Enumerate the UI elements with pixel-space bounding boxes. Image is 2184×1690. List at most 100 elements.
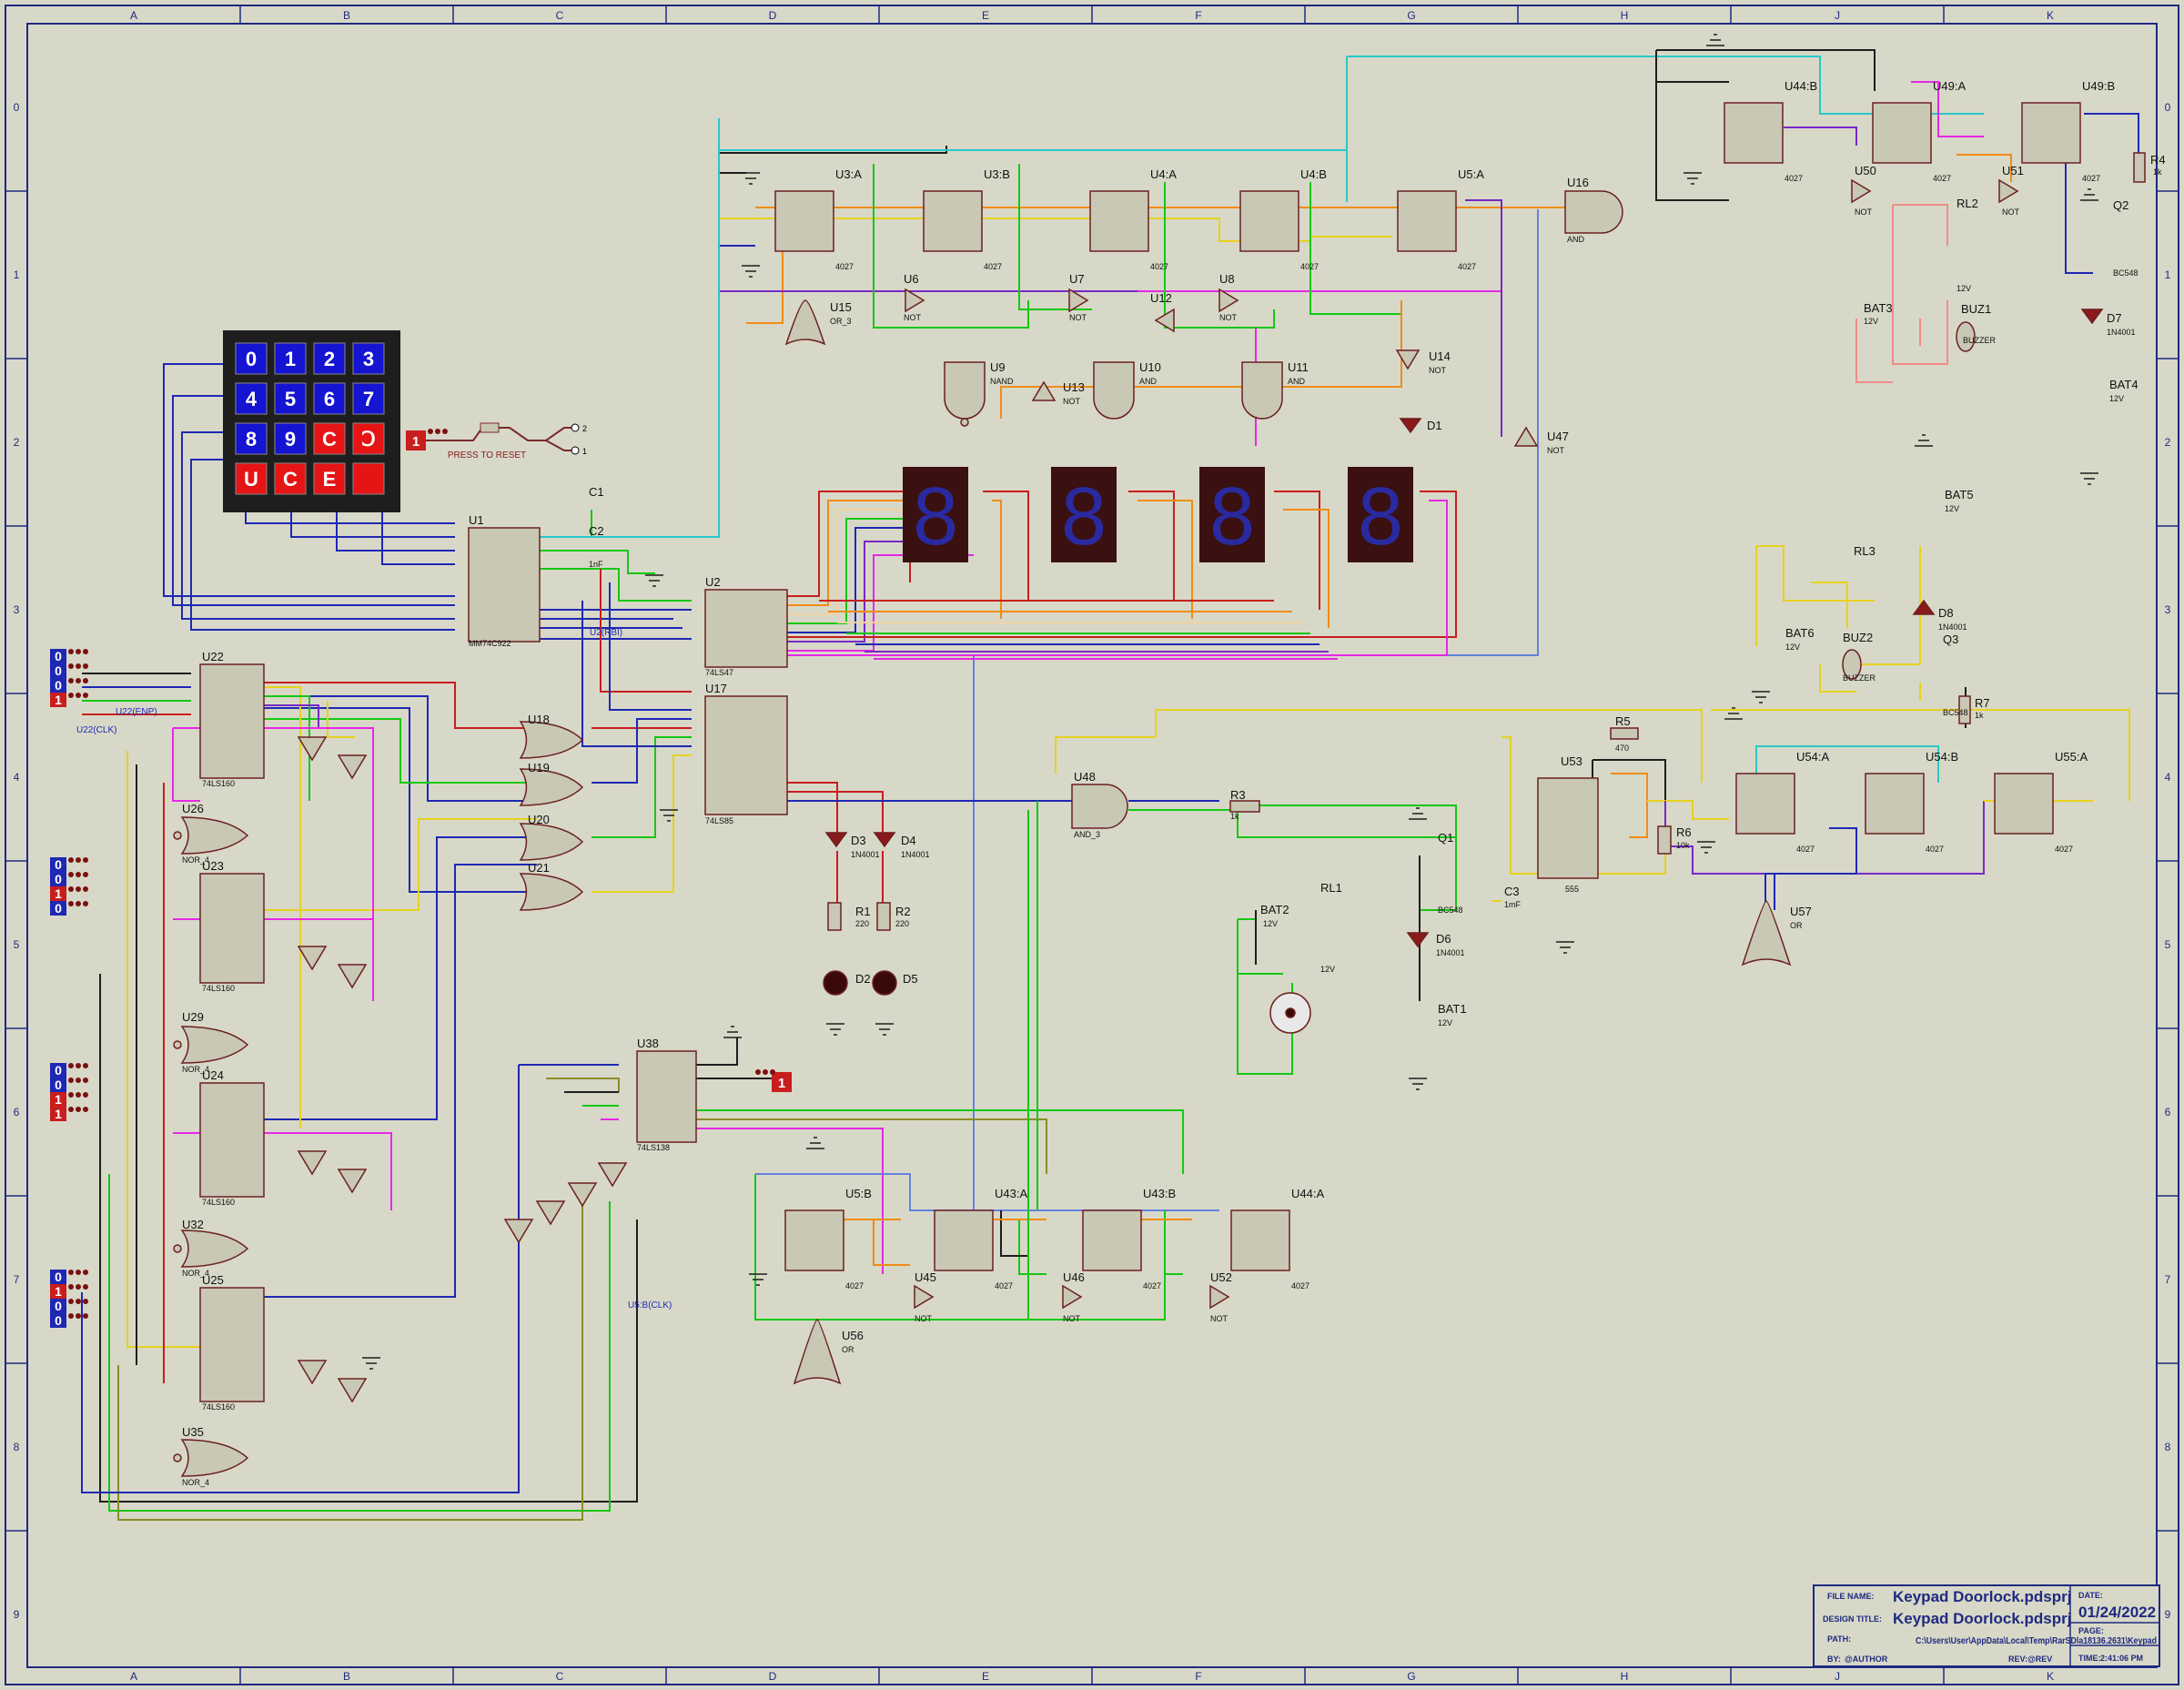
- component-part: 74LS160: [202, 779, 235, 788]
- component-ref: R3: [1230, 788, 1246, 802]
- logic-state-toggle[interactable]: [50, 693, 66, 707]
- logic-state-toggle[interactable]: [50, 1092, 66, 1107]
- component-ref: U22: [202, 650, 224, 663]
- logic-state-toggle[interactable]: [50, 1284, 66, 1299]
- border-row-label: 4: [2165, 771, 2171, 784]
- component-value: 12V: [1864, 317, 1878, 326]
- page-label: PAGE:: [2078, 1626, 2104, 1635]
- keypad-key-label: 7: [363, 388, 374, 410]
- component-value: 1N4001: [1436, 948, 1465, 957]
- by-label: BY:: [1827, 1655, 1841, 1664]
- logic-state-toggle[interactable]: [50, 663, 66, 678]
- keypad-key[interactable]: [352, 422, 385, 455]
- component-value: 12V: [1263, 919, 1278, 928]
- keypad-key[interactable]: [235, 382, 268, 415]
- keypad-key[interactable]: [352, 462, 385, 495]
- component-ref: U49:B: [2082, 79, 2115, 93]
- date-value: 01/24/2022: [2078, 1604, 2156, 1621]
- component-ref: R6: [1676, 825, 1692, 839]
- component-ref: U4:A: [1150, 167, 1177, 181]
- component-ref: U14: [1429, 349, 1451, 363]
- border-column-label: A: [130, 1670, 137, 1683]
- component-ref: U23: [202, 859, 224, 873]
- component-part: NOT: [1429, 366, 1447, 375]
- component-ref: RL3: [1854, 544, 1876, 558]
- keypad-key[interactable]: [313, 462, 346, 495]
- logic-state-toggle[interactable]: [50, 678, 66, 693]
- border-column-label: J: [1835, 1670, 1840, 1683]
- component-value: 220: [895, 919, 909, 928]
- path-label: PATH:: [1827, 1634, 1851, 1644]
- border-row-label: 0: [14, 101, 20, 114]
- component-ref: R7: [1975, 696, 1990, 710]
- svg-text:8: 8: [1209, 471, 1255, 562]
- logic-state-toggle[interactable]: [50, 857, 66, 872]
- keypad-key[interactable]: [235, 342, 268, 375]
- keypad-key[interactable]: [235, 462, 268, 495]
- logic-state-toggle[interactable]: [50, 901, 66, 916]
- component-part: NOT: [1063, 397, 1081, 406]
- component-value: 1k: [1230, 812, 1239, 821]
- border-row-label: 1: [14, 268, 20, 281]
- logic-state-toggle[interactable]: [50, 872, 66, 886]
- border-row-label: 3: [2165, 603, 2171, 616]
- file-name: Keypad Doorlock.pdsprj: [1893, 1588, 2071, 1605]
- border-column-label: A: [130, 9, 137, 22]
- keypad-key[interactable]: [313, 342, 346, 375]
- logic-state-value: 1: [55, 1107, 62, 1121]
- border-column-label: D: [769, 9, 777, 22]
- component-ref: D4: [901, 834, 916, 847]
- component-value: 12V: [1438, 1018, 1452, 1027]
- keypad-key[interactable]: [235, 422, 268, 455]
- component-value: 1N4001: [1938, 622, 1967, 632]
- component-part: NOT: [904, 313, 922, 322]
- border-column-label: J: [1835, 9, 1840, 22]
- border-row-label: 5: [14, 938, 20, 951]
- keypad-key[interactable]: [274, 382, 307, 415]
- keypad-key[interactable]: [274, 422, 307, 455]
- design-title-label: DESIGN TITLE:: [1823, 1614, 1882, 1624]
- component-value: 1mF: [1504, 900, 1522, 909]
- keypad-key[interactable]: [352, 382, 385, 415]
- component-labels: U1MM74C922U274LS47U1774LS85U2274LS160U23…: [182, 79, 2166, 1487]
- svg-text:8: 8: [1061, 471, 1107, 562]
- keypad-key[interactable]: [313, 382, 346, 415]
- border-row-label: 7: [2165, 1273, 2171, 1286]
- component-part: AND: [1288, 377, 1306, 386]
- component-ref: D7: [2107, 311, 2122, 325]
- component-part: AND: [1139, 377, 1158, 386]
- component-ref: R5: [1615, 714, 1631, 728]
- logic-state-toggle[interactable]: [50, 649, 66, 663]
- seven-segment-displays: 8 8 8 8: [903, 467, 1413, 562]
- keypad-key[interactable]: [313, 422, 346, 455]
- logic-state-toggle[interactable]: [50, 1107, 66, 1121]
- keypad-key-label: Ↄ: [361, 428, 375, 450]
- component-ref: U11: [1288, 360, 1309, 374]
- keypad-key[interactable]: [274, 462, 307, 495]
- keypad-key-label: 0: [246, 348, 257, 370]
- border-column-label: D: [769, 1670, 777, 1683]
- border-column-label: C: [556, 9, 564, 22]
- component-ref: RL1: [1320, 881, 1342, 895]
- logic-state-toggle[interactable]: [50, 1313, 66, 1328]
- logic-state-toggle[interactable]: [50, 886, 66, 901]
- logic-state-toggle[interactable]: [50, 1078, 66, 1092]
- component-value: 1N4001: [2107, 328, 2136, 337]
- component-ref: U45: [915, 1270, 936, 1284]
- keypad-key-label: 6: [324, 388, 335, 410]
- logic-state-toggle[interactable]: [50, 1063, 66, 1078]
- component-part: 74LS47: [705, 668, 733, 677]
- component-value: BUZZER: [1843, 673, 1876, 683]
- component-value: 470: [1615, 744, 1629, 753]
- keypad-key[interactable]: [352, 342, 385, 375]
- border-row-label: 8: [2165, 1441, 2171, 1453]
- logic-state-toggle[interactable]: [50, 1270, 66, 1284]
- component-ref: U55:A: [2055, 750, 2088, 764]
- component-part: 4027: [984, 262, 1002, 271]
- keypad-key[interactable]: [274, 342, 307, 375]
- logic-state-toggle[interactable]: [50, 1299, 66, 1313]
- border-row-label: 3: [14, 603, 20, 616]
- probe-u22-clk: U22(CLK): [76, 725, 116, 735]
- component-part: NOT: [1063, 1314, 1081, 1323]
